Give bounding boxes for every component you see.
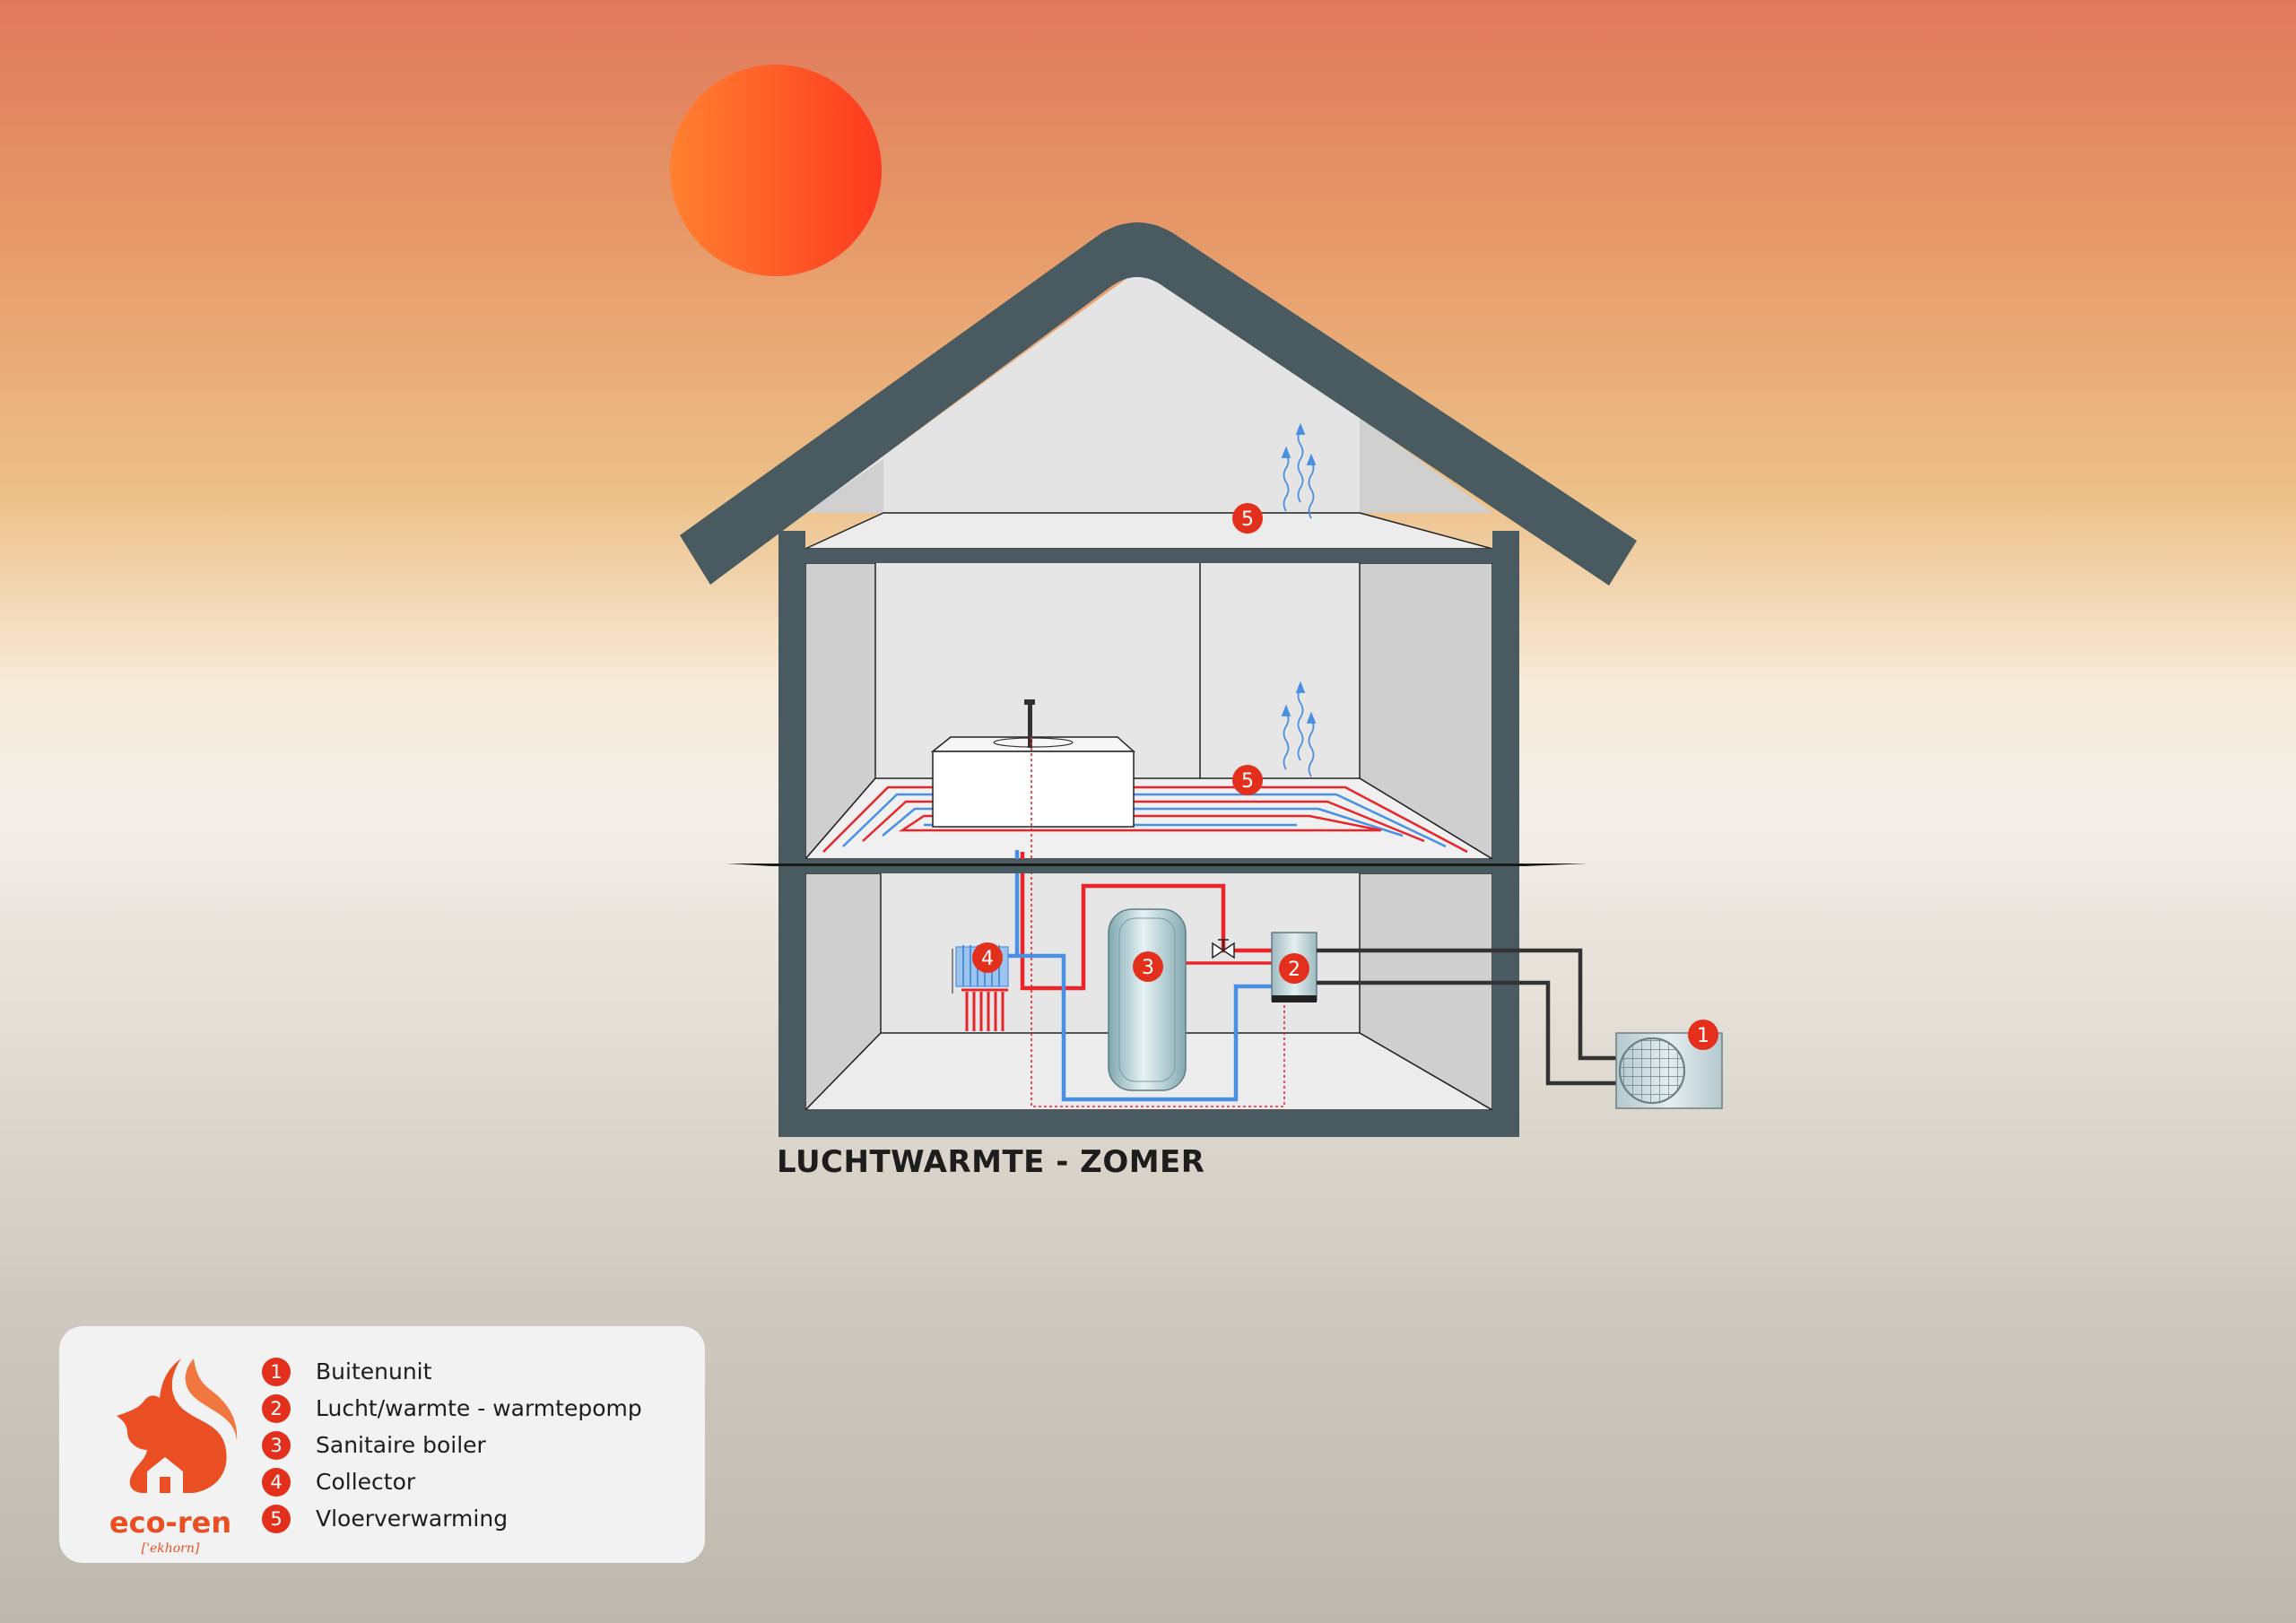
sanitary-boiler bbox=[1108, 908, 1187, 1091]
marker-4: 4 bbox=[972, 942, 1003, 973]
svg-text:5: 5 bbox=[1241, 508, 1254, 531]
house-structure bbox=[680, 222, 1637, 1137]
legend-item: 5 Vloerverwarming bbox=[262, 1500, 642, 1537]
ground-line bbox=[726, 864, 1587, 866]
legend-item: 4 Collector bbox=[262, 1463, 642, 1500]
legend-label: Buitenunit bbox=[316, 1358, 432, 1384]
legend-item: 1 Buitenunit bbox=[262, 1353, 642, 1390]
warm-air-arrows-upper bbox=[1281, 422, 1317, 519]
right-wall bbox=[1492, 531, 1519, 1137]
legend-label: Collector bbox=[316, 1469, 416, 1495]
warm-air-arrows-middle bbox=[1281, 681, 1317, 777]
marker-1: 1 bbox=[1688, 1020, 1718, 1050]
attic-floor bbox=[805, 549, 1492, 563]
marker-5-upper: 5 bbox=[1232, 503, 1263, 534]
ground-slab bbox=[778, 1110, 1519, 1137]
diagram-caption: LUCHTWARMTE - ZOMER bbox=[777, 1144, 1205, 1180]
sun bbox=[670, 65, 882, 276]
brand-logo: eco-ren ['ekhorn] bbox=[91, 1353, 249, 1556]
legend-item: 2 Lucht/warmte - warmtepomp bbox=[262, 1390, 642, 1427]
legend-label: Vloerverwarming bbox=[316, 1506, 509, 1532]
refrigerant-lines bbox=[1317, 948, 1620, 1086]
svg-text:1: 1 bbox=[1697, 1025, 1709, 1047]
legend-number-badge: 5 bbox=[262, 1504, 291, 1533]
squirrel-icon bbox=[117, 1358, 238, 1493]
brand-name: eco-ren bbox=[109, 1506, 232, 1540]
svg-text:3: 3 bbox=[1142, 957, 1154, 979]
brand-phonetic: ['ekhorn] bbox=[141, 1541, 200, 1556]
left-wall bbox=[778, 531, 805, 1137]
legend-item: 3 Sanitaire boiler bbox=[262, 1427, 642, 1463]
dotted-feed-line bbox=[1031, 737, 1285, 1107]
legend-number-badge: 3 bbox=[262, 1430, 291, 1460]
legend-number-badge: 1 bbox=[262, 1357, 291, 1386]
bathtub bbox=[930, 699, 1135, 828]
attic-room bbox=[804, 271, 1493, 550]
legend-list: 1 Buitenunit 2 Lucht/warmte - warmtepomp… bbox=[262, 1353, 642, 1537]
legend-label: Lucht/warmte - warmtepomp bbox=[316, 1395, 642, 1421]
legend-panel: eco-ren ['ekhorn] 1 Buitenunit 2 Lucht/w… bbox=[59, 1326, 705, 1563]
roof bbox=[680, 222, 1637, 586]
marker-5-middle: 5 bbox=[1232, 765, 1263, 795]
svg-text:5: 5 bbox=[1241, 770, 1254, 793]
three-way-valve bbox=[1212, 939, 1235, 959]
legend-number-badge: 2 bbox=[262, 1393, 291, 1423]
marker-2: 2 bbox=[1279, 953, 1309, 984]
marker-3: 3 bbox=[1133, 951, 1163, 982]
legend-number-badge: 4 bbox=[262, 1467, 291, 1497]
svg-text:4: 4 bbox=[981, 948, 994, 970]
legend-label: Sanitaire boiler bbox=[316, 1432, 486, 1458]
svg-text:2: 2 bbox=[1288, 959, 1300, 981]
